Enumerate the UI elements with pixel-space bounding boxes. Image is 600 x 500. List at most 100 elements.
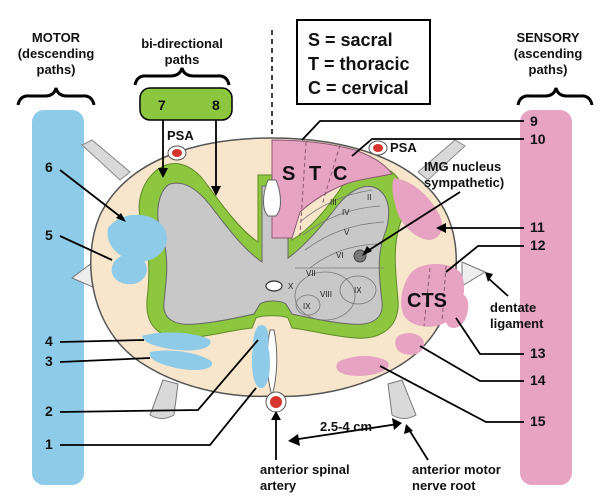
label-distance: 2.5-4 cm — [320, 419, 372, 434]
legend-thoracic: T = thoracic — [308, 54, 410, 74]
tract-4-number: 4 — [45, 333, 53, 349]
arrow-anterior-motor-root — [404, 424, 413, 434]
leader-9 — [301, 120, 524, 141]
arrow-dentate — [485, 272, 493, 282]
posterior-rootlet-right — [417, 139, 466, 181]
dentate-ligament-right — [461, 261, 487, 287]
label-img-nucleus-line1: IMG nucleus — [424, 159, 501, 174]
bidirectional-brace — [133, 67, 231, 86]
tract-11-number: 11 — [530, 219, 545, 235]
lamina-IX-medial: IX — [303, 302, 311, 311]
tract-8-number: 8 — [212, 97, 220, 113]
motor-header-line3: paths) — [37, 62, 76, 77]
arrow-8 — [211, 186, 221, 196]
leader-14 — [419, 345, 524, 382]
anterior-root-left — [149, 379, 179, 419]
arrow-img-nucleus — [362, 246, 372, 256]
lamina-IV: IV — [342, 208, 350, 217]
psa-left-lumen — [172, 149, 182, 157]
anterior-spinal-artery-lumen — [270, 396, 282, 408]
motor-header-line2: (descending — [18, 46, 95, 61]
tract-3 — [149, 350, 213, 370]
lamina-III: III — [330, 198, 337, 207]
motor-brace — [16, 87, 96, 106]
lamina-VI: VI — [336, 251, 344, 260]
label-psa-right: PSA — [390, 140, 417, 155]
lamina-IX-lateral: IX — [354, 286, 362, 295]
label-c: C — [333, 163, 347, 185]
leader-13 — [455, 317, 524, 355]
tract-5-number: 5 — [45, 227, 53, 243]
legend-cervical: C = cervical — [308, 78, 409, 98]
arrow-6 — [116, 213, 126, 222]
sensory-bar — [520, 110, 572, 485]
laminae-overlay — [294, 189, 385, 321]
label-s: S — [282, 163, 295, 185]
leader-15 — [379, 365, 524, 423]
lamina-X: X — [288, 282, 294, 291]
leader-5 — [59, 235, 113, 261]
motor-header-line1: MOTOR — [32, 30, 81, 45]
bidirectional-header-line2: paths — [165, 52, 200, 67]
label-img-nucleus-line2: sympathetic) — [424, 175, 504, 190]
arrow-anterior-spinal-artery — [271, 411, 281, 420]
tract-15 — [336, 356, 389, 376]
tract-15-number: 15 — [530, 413, 546, 429]
tract-6 — [107, 214, 167, 262]
lamina-V: V — [344, 228, 350, 237]
tract-13-number: 13 — [530, 345, 546, 361]
cts-divider-1 — [423, 267, 431, 327]
distance-line — [291, 423, 399, 441]
lamina-VII: VII — [306, 269, 316, 278]
tract-3-number: 3 — [45, 353, 53, 369]
bidirectional-box — [139, 87, 233, 121]
label-anterior-spinal-artery-line1: anterior spinal — [260, 462, 350, 477]
leader-1 — [60, 387, 257, 446]
tract-6-number: 6 — [45, 159, 53, 175]
label-t: T — [309, 163, 321, 185]
tract-11 — [392, 178, 443, 240]
label-dentate-line1: dentate — [490, 300, 536, 315]
leader-4 — [59, 339, 145, 343]
sensory-header-line1: SENSORY — [516, 30, 579, 45]
label-psa-left: PSA — [167, 128, 194, 143]
lamina-VIII: VIII — [320, 290, 332, 299]
tract-14-number: 14 — [530, 372, 546, 388]
label-dentate-line2: ligament — [490, 316, 544, 331]
tract-7-number: 7 — [158, 97, 166, 113]
leader-img-nucleus — [365, 191, 461, 253]
leader-12 — [445, 245, 524, 273]
tract-9-number: 9 — [530, 113, 538, 129]
tract-13 — [445, 293, 469, 329]
psa-right-lumen — [373, 144, 383, 152]
tract-4 — [142, 332, 211, 351]
legend-box — [296, 19, 431, 105]
tract-5 — [111, 253, 147, 285]
sensory-brace — [516, 87, 594, 106]
posterior-column-right — [271, 139, 393, 239]
leader-10 — [351, 138, 524, 157]
leader-3 — [59, 357, 151, 363]
tract-10-number: 10 — [530, 131, 546, 147]
distance-arrow-right — [392, 418, 402, 430]
leader-dentate — [487, 277, 509, 297]
arrow-7 — [158, 168, 168, 178]
label-anterior-spinal-artery-line2: artery — [260, 478, 297, 493]
leader-6 — [59, 169, 123, 219]
tract-12-number: 12 — [530, 237, 546, 253]
lamina-II: II — [367, 193, 371, 202]
sensory-header-line3: paths) — [529, 62, 568, 77]
posterior-rootlet-left — [81, 139, 131, 181]
anterior-root-right — [387, 379, 417, 419]
tract-1-number: 1 — [45, 436, 53, 452]
legend-sacral: S = sacral — [308, 30, 393, 50]
leader-anterior-motor-root — [407, 427, 429, 461]
sensory-header-line2: (ascending — [514, 46, 583, 61]
label-anterior-motor-root-line1: anterior motor — [412, 462, 501, 477]
cts-divider-2 — [441, 265, 447, 323]
arrow-11 — [436, 223, 446, 233]
leader-2 — [59, 339, 259, 413]
bidirectional-header-line1: bi-directional — [141, 36, 223, 51]
tract-14 — [395, 333, 424, 355]
